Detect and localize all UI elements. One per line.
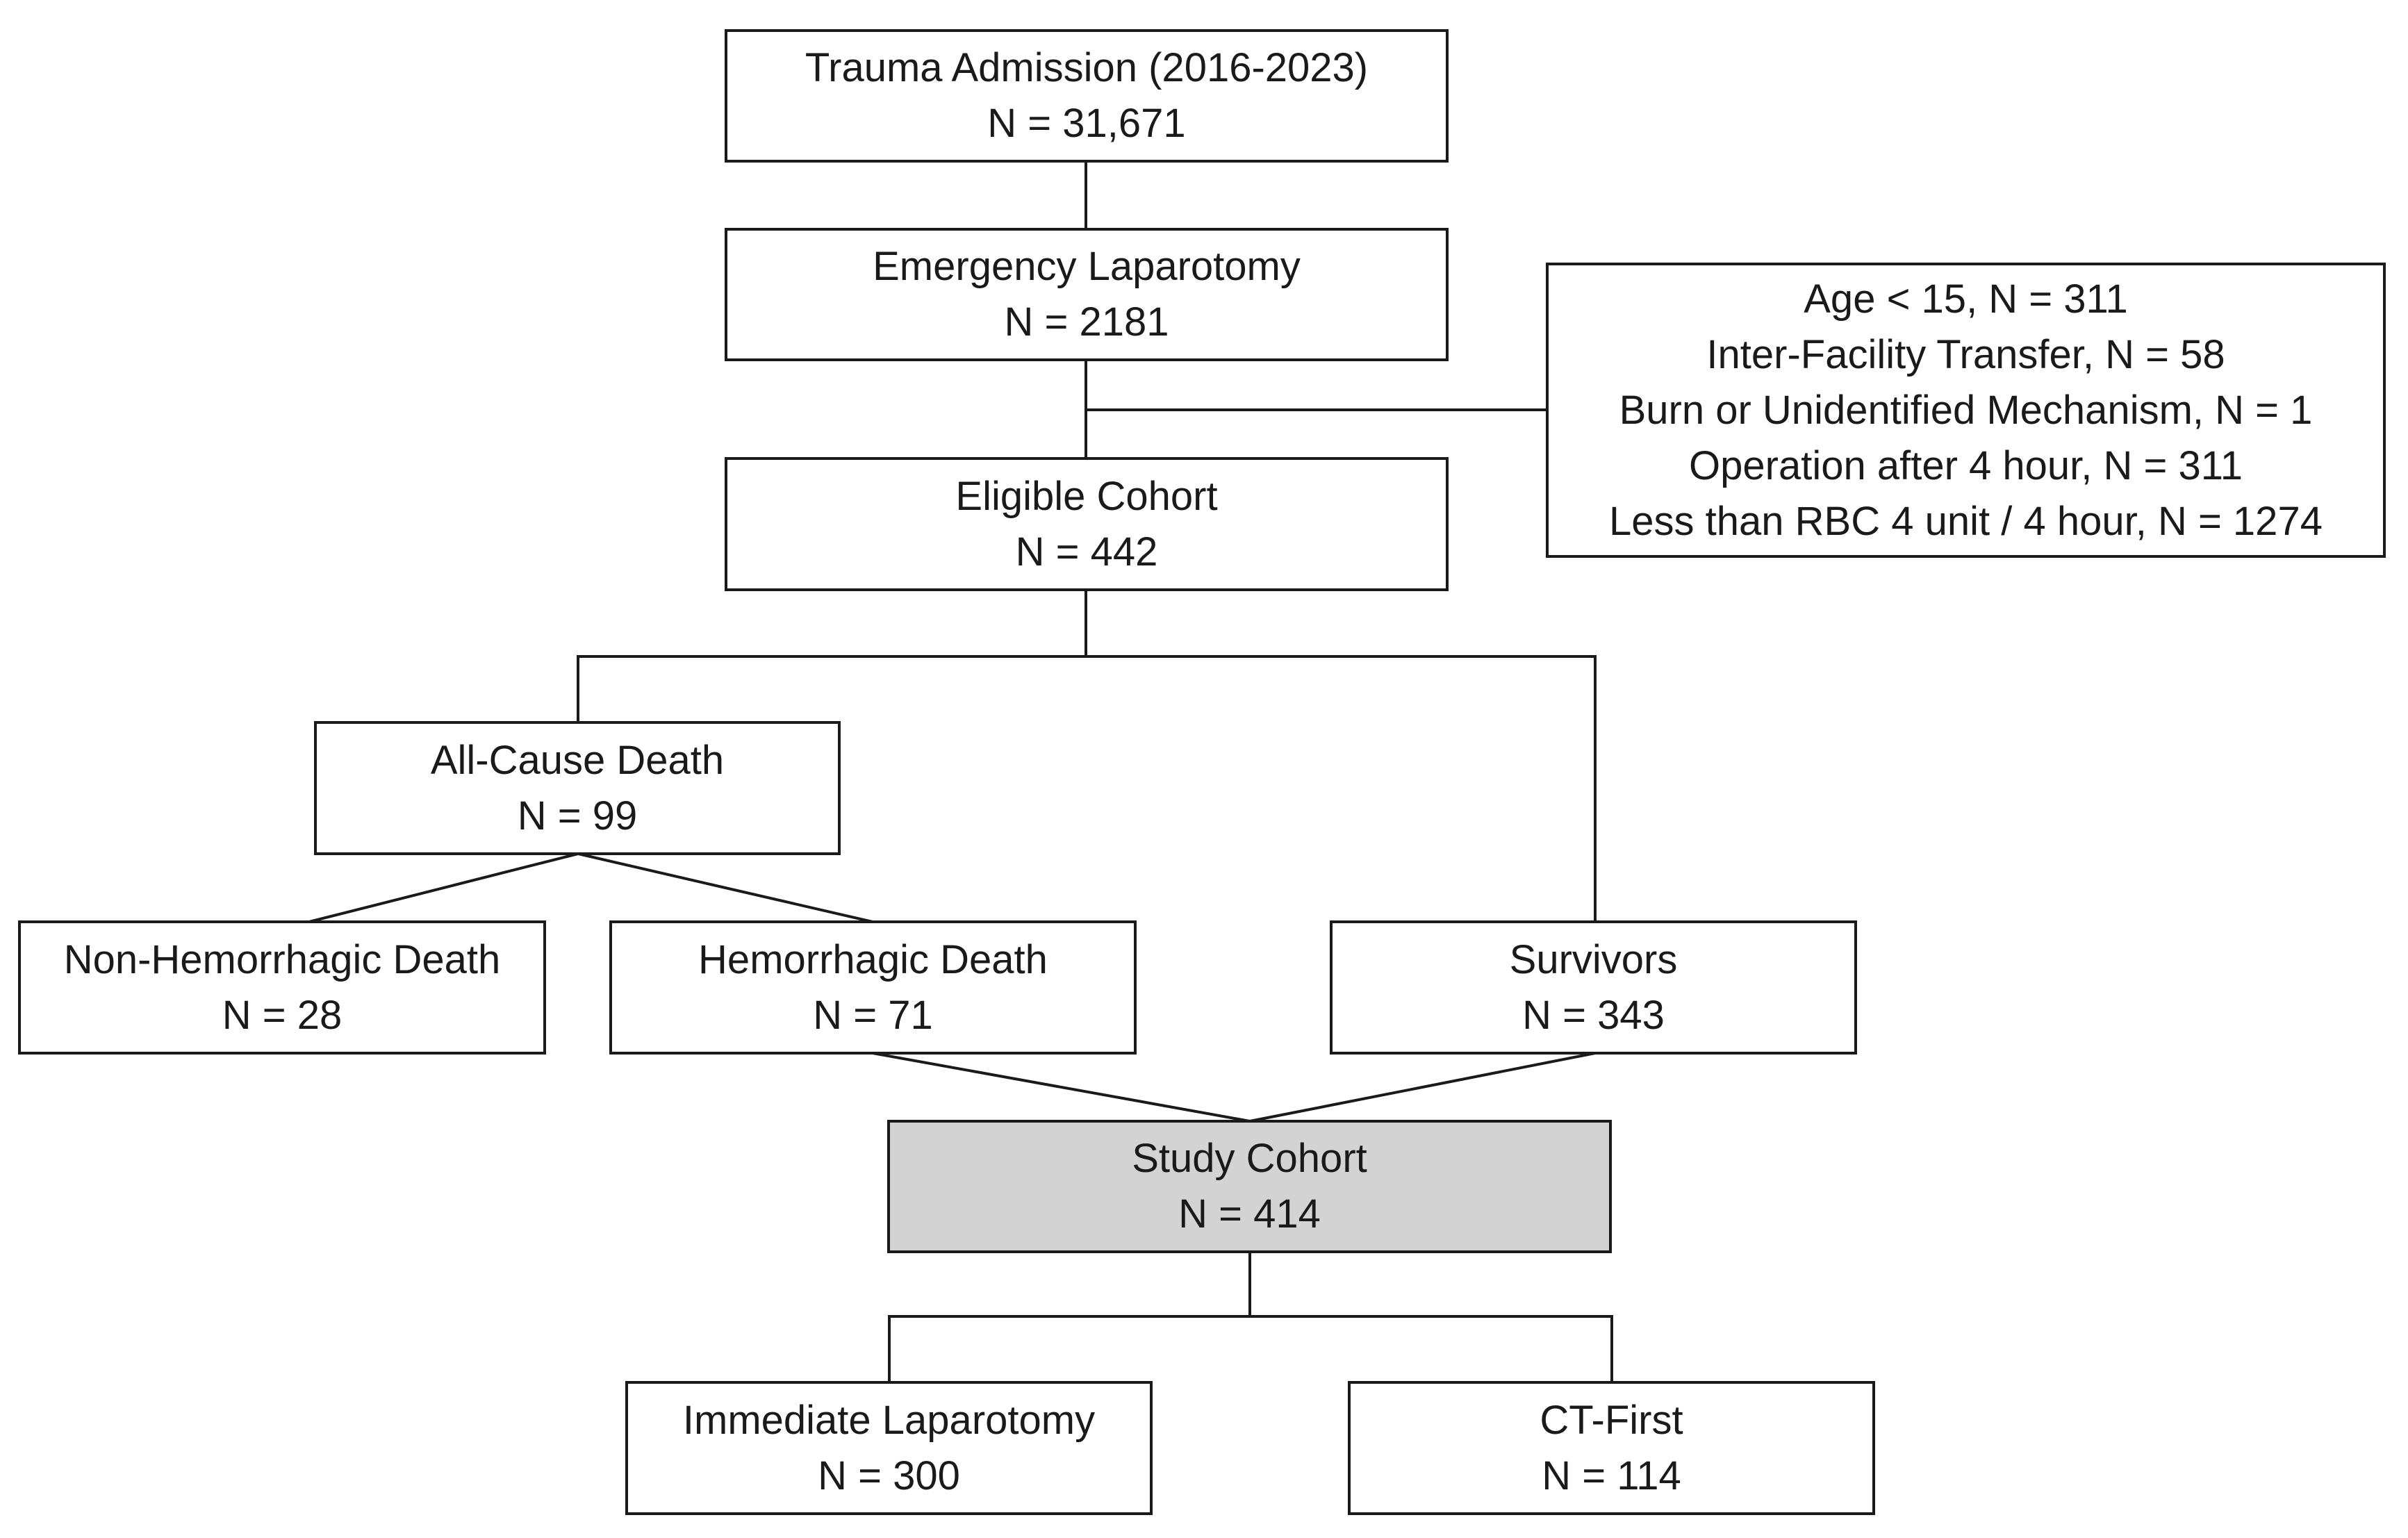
- immediate-laparotomy-box: Immediate Laparotomy N = 300: [625, 1381, 1153, 1515]
- box-count: N = 99: [517, 793, 638, 838]
- box-title: Study Cohort: [1132, 1136, 1367, 1181]
- box-count: N = 442: [1015, 529, 1158, 574]
- box-count: N = 300: [818, 1453, 960, 1498]
- connector-hemorrhagic-study: [871, 1051, 1252, 1123]
- exclusion-criteria-box: Age < 15, N = 311 Inter-Facility Transfe…: [1546, 263, 2386, 558]
- emergency-laparotomy-box: Emergency Laparotomy N = 2181: [725, 228, 1449, 361]
- exclusion-item: Inter-Facility Transfer, N = 58: [1706, 331, 2225, 377]
- box-count: N = 71: [813, 992, 933, 1038]
- exclusion-item: Operation after 4 hour, N = 311: [1689, 443, 2243, 488]
- trauma-admission-box: Trauma Admission (2016-2023) N = 31,671: [725, 29, 1449, 163]
- box-title: Non-Hemorrhagic Death: [63, 936, 501, 982]
- box-title: Immediate Laparotomy: [682, 1397, 1096, 1443]
- box-count: N = 2181: [1004, 299, 1169, 345]
- box-title: Emergency Laparotomy: [873, 244, 1301, 289]
- exclusion-item: Age < 15, N = 311: [1804, 276, 2128, 322]
- box-title: All-Cause Death: [430, 737, 725, 783]
- all-cause-death-box: All-Cause Death N = 99: [314, 721, 841, 855]
- box-title: Hemorrhagic Death: [698, 936, 1048, 982]
- ct-first-box: CT-First N = 114: [1348, 1381, 1875, 1515]
- survivors-box: Survivors N = 343: [1330, 920, 1857, 1055]
- box-count: N = 28: [222, 992, 343, 1038]
- box-count: N = 114: [1542, 1453, 1681, 1498]
- eligible-cohort-box: Eligible Cohort N = 442: [725, 457, 1449, 591]
- box-count: N = 414: [1178, 1191, 1321, 1237]
- study-cohort-box: Study Cohort N = 414: [887, 1120, 1612, 1253]
- connector-death-non-hemorrhagic: [307, 852, 580, 924]
- box-title: Trauma Admission (2016-2023): [805, 45, 1369, 90]
- exclusion-item: Burn or Unidentified Mechanism, N = 1: [1619, 387, 2313, 433]
- box-title: CT-First: [1540, 1397, 1683, 1443]
- box-count: N = 343: [1522, 992, 1665, 1038]
- non-hemorrhagic-death-box: Non-Hemorrhagic Death N = 28: [18, 920, 546, 1055]
- connector-survivors-study: [1248, 1051, 1597, 1123]
- box-title: Eligible Cohort: [955, 473, 1218, 519]
- connector-death-hemorrhagic: [576, 852, 875, 924]
- box-count: N = 31,671: [987, 101, 1186, 146]
- hemorrhagic-death-box: Hemorrhagic Death N = 71: [609, 920, 1137, 1055]
- box-title: Survivors: [1509, 936, 1678, 982]
- exclusion-item: Less than RBC 4 unit / 4 hour, N = 1274: [1609, 498, 2323, 544]
